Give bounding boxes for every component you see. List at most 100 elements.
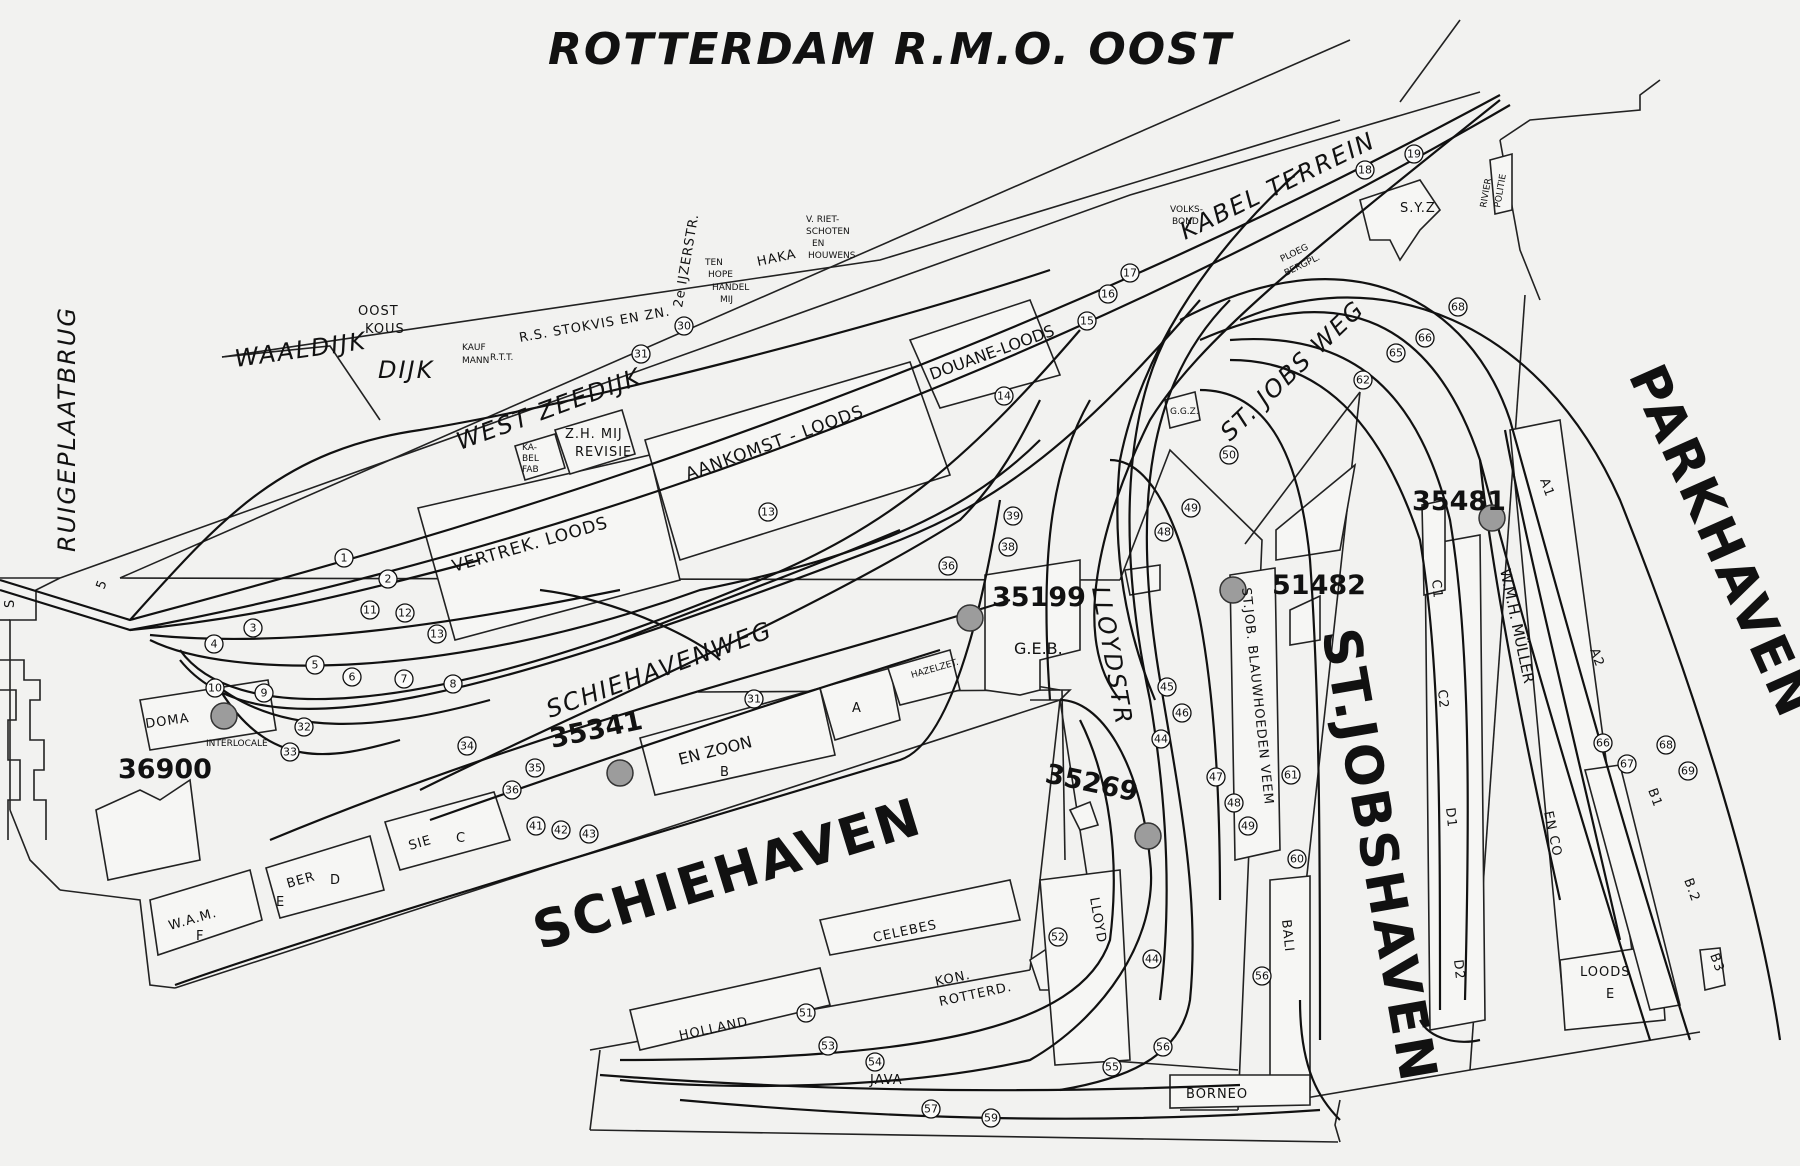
track-number: 13 bbox=[758, 502, 778, 522]
map-title: ROTTERDAM R.M.O. OOST bbox=[548, 24, 1234, 75]
track-number: 34 bbox=[457, 736, 477, 756]
track-number: 2 bbox=[378, 569, 398, 589]
label-oost: OOST bbox=[358, 304, 399, 319]
section-b2: B.2 bbox=[1680, 876, 1702, 904]
svg-text:30: 30 bbox=[677, 320, 691, 333]
svg-text:31: 31 bbox=[634, 348, 648, 361]
lloyd-building bbox=[1039, 869, 1131, 1066]
track-number: 17 bbox=[1120, 263, 1140, 283]
label-fab: FAB bbox=[522, 465, 539, 475]
svg-text:12: 12 bbox=[398, 607, 412, 620]
label-interlocale: INTERLOCALE bbox=[206, 739, 268, 749]
track-number: 62 bbox=[1353, 370, 1373, 390]
track-number: 49 bbox=[1238, 816, 1258, 836]
basin-parkhaven: PARKHAVEN bbox=[1616, 356, 1800, 728]
svg-text:54: 54 bbox=[868, 1056, 882, 1069]
svg-text:44: 44 bbox=[1154, 733, 1168, 746]
section-a1: A1 bbox=[1536, 476, 1557, 499]
svg-text:15: 15 bbox=[1080, 315, 1094, 328]
label-bel: BEL bbox=[522, 454, 539, 464]
svg-text:43: 43 bbox=[582, 828, 596, 841]
street-schiehavenweg: SCHIEHAVENWEG bbox=[542, 616, 776, 724]
svg-text:10: 10 bbox=[208, 682, 222, 695]
svg-text:6: 6 bbox=[349, 671, 356, 684]
label-handel: HANDEL bbox=[712, 283, 749, 293]
svg-text:5: 5 bbox=[312, 659, 319, 672]
svg-text:68: 68 bbox=[1659, 739, 1673, 752]
track-number: 66 bbox=[1415, 328, 1435, 348]
left-edge-buildings bbox=[0, 659, 201, 881]
label-ten: TEN bbox=[704, 258, 723, 268]
track-number: 33 bbox=[280, 742, 300, 762]
label-java: JAVA bbox=[869, 1073, 903, 1088]
track-number: 31 bbox=[744, 689, 764, 709]
track-number: 8 bbox=[443, 674, 463, 694]
track-number: 43 bbox=[579, 824, 599, 844]
crane-35269 bbox=[1134, 822, 1162, 850]
svg-text:31: 31 bbox=[747, 693, 761, 706]
svg-text:8: 8 bbox=[450, 678, 457, 691]
douane-loods-building bbox=[908, 299, 1062, 409]
svg-text:66: 66 bbox=[1418, 332, 1432, 345]
wam-building bbox=[149, 868, 263, 957]
kade-51482: 51482 bbox=[1272, 570, 1366, 601]
track-number: 61 bbox=[1281, 765, 1301, 785]
svg-text:52: 52 bbox=[1051, 931, 1065, 944]
svg-text:48: 48 bbox=[1157, 526, 1171, 539]
svg-text:1: 1 bbox=[341, 552, 348, 565]
track-number: 36 bbox=[502, 780, 522, 800]
track-number: 3 bbox=[243, 618, 263, 638]
track-number: 9 bbox=[254, 683, 274, 703]
label-loods-e: E bbox=[1606, 987, 1615, 1002]
svg-text:38: 38 bbox=[1001, 541, 1015, 554]
section-b1: B1 bbox=[1644, 786, 1665, 809]
svg-text:44: 44 bbox=[1145, 953, 1159, 966]
label-en: EN bbox=[812, 239, 824, 249]
svg-text:47: 47 bbox=[1209, 771, 1223, 784]
track-number: 54 bbox=[865, 1052, 885, 1072]
bali-building bbox=[1269, 875, 1311, 1096]
svg-text:11: 11 bbox=[363, 604, 377, 617]
svg-text:51: 51 bbox=[799, 1007, 813, 1020]
section-d: D bbox=[330, 873, 341, 888]
label-schoten: SCHOTEN bbox=[806, 227, 850, 237]
svg-text:19: 19 bbox=[1407, 148, 1421, 161]
track-number: 38 bbox=[998, 537, 1018, 557]
section-e: E bbox=[276, 895, 285, 910]
svg-text:13: 13 bbox=[761, 506, 775, 519]
sie-building bbox=[383, 791, 512, 871]
track-number: 36 bbox=[938, 556, 958, 576]
track-number: 47 bbox=[1206, 767, 1226, 787]
buildings bbox=[139, 152, 1726, 1109]
svg-text:7: 7 bbox=[401, 673, 408, 686]
label-kauf: KAUF bbox=[462, 343, 486, 353]
track-number: 13 bbox=[427, 624, 447, 644]
borneo-building bbox=[1169, 1074, 1311, 1109]
label-doma: DOMA bbox=[144, 711, 190, 732]
label-ggz: G.G.Z. bbox=[1170, 407, 1199, 417]
svg-text:53: 53 bbox=[821, 1040, 835, 1053]
section-5: 5 bbox=[94, 578, 111, 592]
label-syz: S.Y.Z bbox=[1400, 201, 1436, 216]
track-number: 32 bbox=[294, 717, 314, 737]
track-number: 41 bbox=[526, 816, 546, 836]
label-kous: KOUS bbox=[365, 322, 405, 337]
crane-35481 bbox=[1478, 504, 1506, 532]
track-number: 7 bbox=[394, 669, 414, 689]
track-number: 19 bbox=[1404, 144, 1424, 164]
crane-36900 bbox=[210, 702, 238, 730]
street-waaldijk: WAALDIJK bbox=[233, 327, 369, 373]
svg-text:67: 67 bbox=[1620, 758, 1634, 771]
doma-building bbox=[139, 679, 277, 751]
street-dijk: DIJK bbox=[378, 356, 435, 384]
track-number: 60 bbox=[1287, 849, 1307, 869]
kade-36900: 36900 bbox=[118, 754, 212, 785]
track-number: 48 bbox=[1224, 793, 1244, 813]
label-mij: MIJ bbox=[720, 295, 733, 305]
svg-text:57: 57 bbox=[924, 1103, 938, 1116]
section-c1: C1 bbox=[1428, 579, 1445, 600]
section-b: B bbox=[720, 765, 730, 780]
track-number: 39 bbox=[1003, 506, 1023, 526]
svg-text:68: 68 bbox=[1451, 301, 1465, 314]
